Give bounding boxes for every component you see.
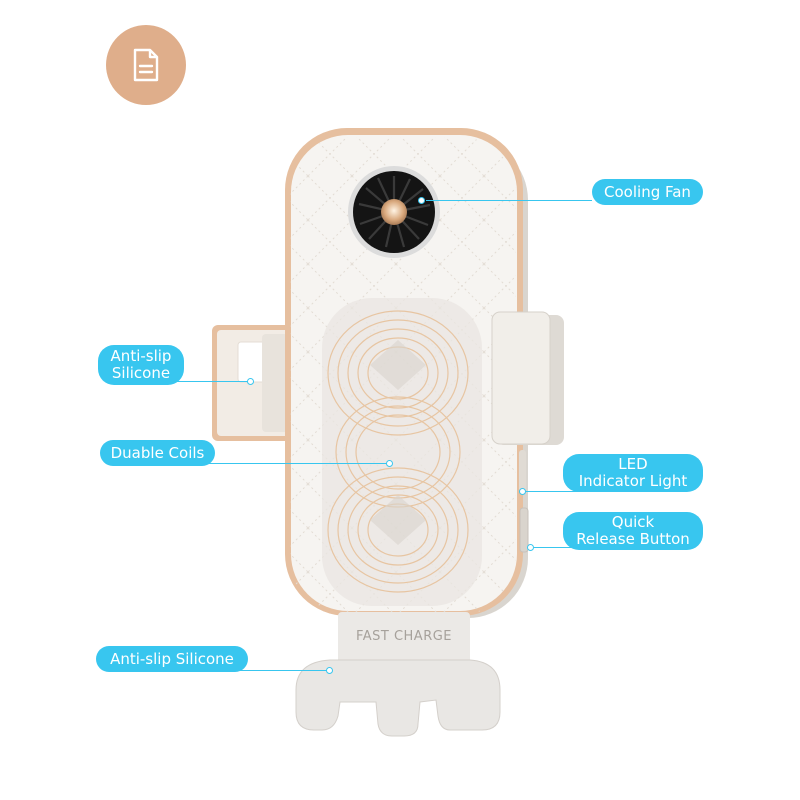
anti-slip-side-label: Anti-slip Silicone (98, 345, 184, 385)
release-text-2: Release Button (576, 530, 690, 548)
anti-slip-side-text-1: Anti-slip (110, 347, 172, 365)
document-badge[interactable] (106, 25, 186, 105)
led-leader-line (526, 491, 626, 492)
release-text-1: Quick (611, 513, 655, 531)
led-text-1: LED (618, 455, 648, 473)
anti-slip-side-marker (247, 378, 254, 385)
coils-leader-line (160, 463, 388, 464)
right-clamp-arm (491, 311, 564, 445)
cooling-fan-label: Cooling Fan (592, 179, 703, 205)
anti-slip-bottom-label: Anti-slip Silicone (96, 646, 248, 672)
release-label: Quick Release Button (563, 512, 703, 550)
cooling-fan-marker (418, 197, 425, 204)
release-leader-line (534, 547, 626, 548)
release-marker (527, 544, 534, 551)
charging-coils (322, 298, 482, 606)
led-marker (519, 488, 526, 495)
document-icon (133, 48, 159, 82)
fast-charge-text: FAST CHARGE (355, 629, 453, 644)
bottom-cradle (295, 612, 501, 737)
coils-label: Duable Coils (100, 440, 215, 466)
cooling-fan-text: Cooling Fan (604, 182, 691, 201)
left-clamp-arm (212, 325, 298, 441)
cooling-fan-leader-line (426, 200, 592, 201)
led-label: LED Indicator Light (563, 454, 703, 492)
coils-text: Duable Coils (110, 443, 205, 462)
anti-slip-bottom-marker (326, 667, 333, 674)
anti-slip-side-text-2: Silicone (111, 364, 171, 382)
anti-slip-side-leader-line (150, 381, 250, 382)
coils-marker (386, 460, 393, 467)
anti-slip-bottom-text: Anti-slip Silicone (110, 649, 234, 668)
cooling-fan (348, 166, 440, 258)
anti-slip-bottom-leader-line (168, 670, 328, 671)
led-text-2: Indicator Light (578, 472, 688, 490)
